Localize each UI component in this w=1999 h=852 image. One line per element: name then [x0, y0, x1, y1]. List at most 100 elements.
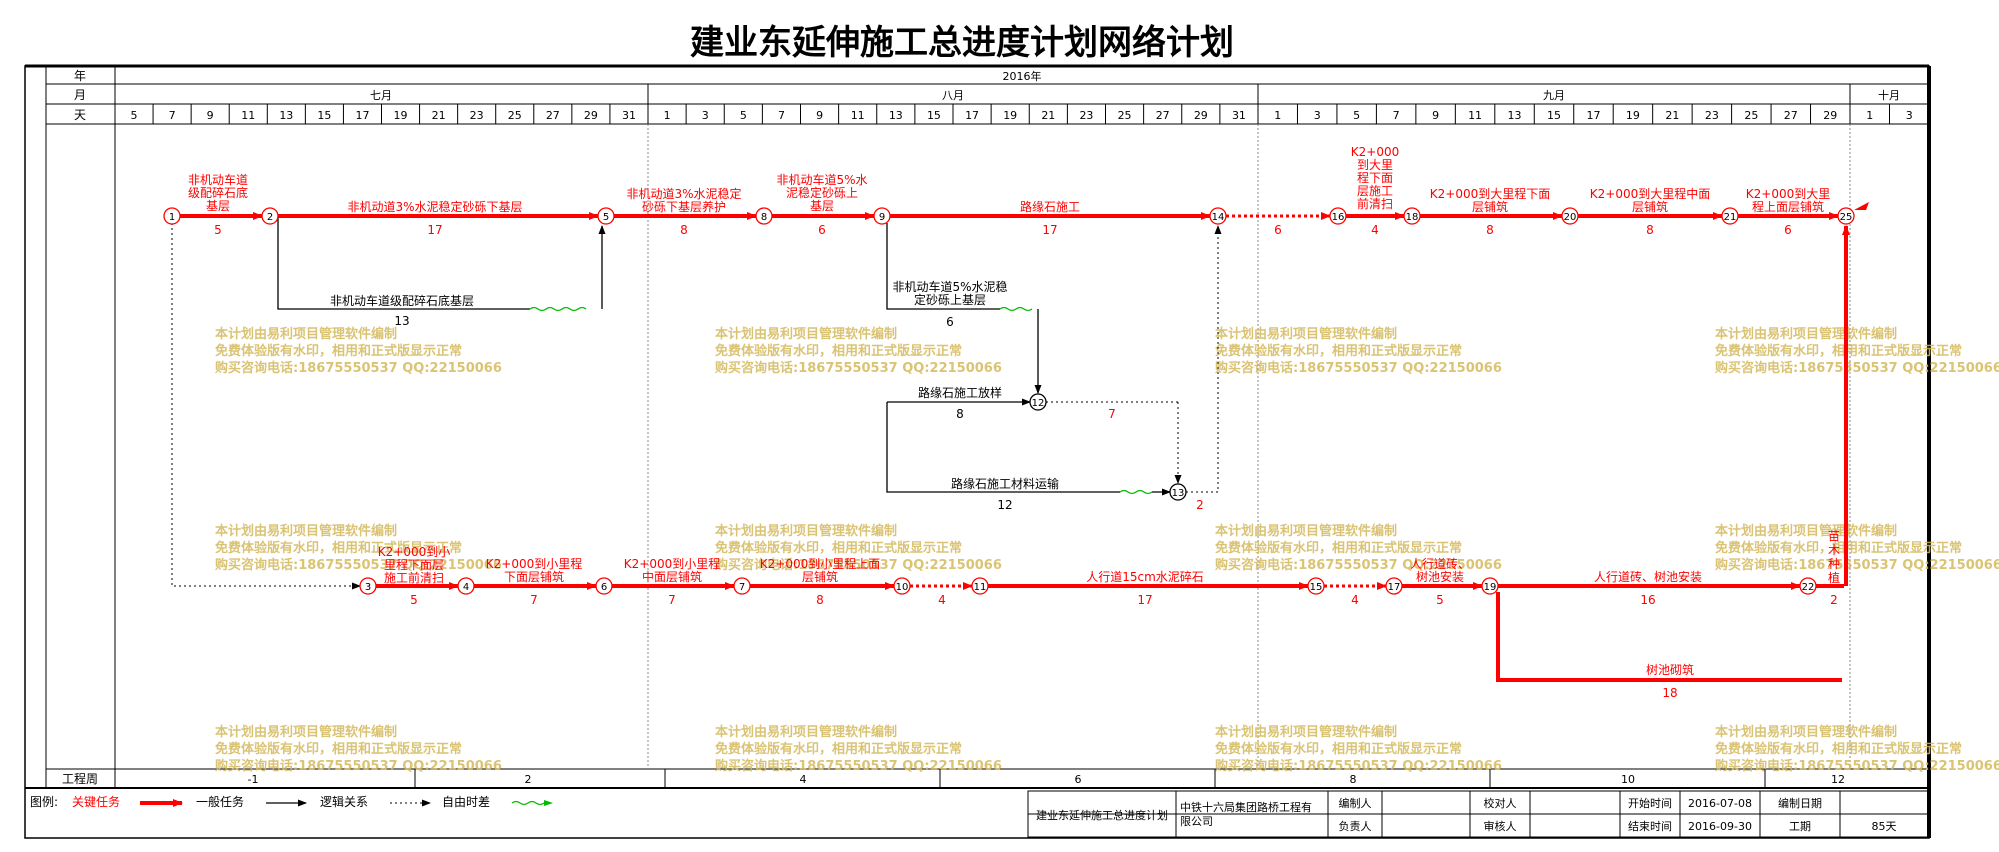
- task-duration: 7: [668, 593, 676, 607]
- footer-company: 中铁十六局集团路桥工程有限公司: [1180, 800, 1312, 828]
- task-duration: 8: [816, 593, 824, 607]
- node-label: 14: [1212, 212, 1225, 223]
- node-circle: [971, 577, 989, 595]
- footer-editor-label: 编制人: [1339, 796, 1372, 810]
- task-label: K2+000到小里程中面层铺筑: [624, 556, 720, 584]
- month-august: 八月: [942, 89, 964, 102]
- arrow-2-5-general: [277, 216, 530, 310]
- watermark-text: 本计划由易利项目管理软件编制: [715, 523, 897, 539]
- task-duration: 4: [938, 593, 946, 607]
- node-label: 4: [463, 582, 469, 593]
- watermark-text: 免费体验版有水印，相用和正式版显示正常: [1215, 540, 1462, 556]
- node-label: 18: [1406, 212, 1419, 223]
- day-label: 9: [207, 109, 214, 122]
- footer-project: 建业东延伸施工总进度计划: [1036, 808, 1168, 822]
- task-duration: 8: [1646, 223, 1654, 237]
- node-label: 1: [169, 212, 175, 223]
- day-label: 11: [851, 109, 865, 122]
- watermark-text: 购买咨询电话:18675550537 QQ:22150066: [1215, 557, 1502, 573]
- day-label: 3: [702, 109, 709, 122]
- watermark-text: 购买咨询电话:18675550537 QQ:22150066: [215, 758, 502, 774]
- watermark-text: 免费体验版有水印，相用和正式版显示正常: [215, 540, 462, 556]
- day-label: 7: [1393, 109, 1400, 122]
- node-circle: [1385, 577, 1403, 595]
- watermark-text: 本计划由易利项目管理软件编制: [215, 326, 397, 342]
- footer-start-value: 2016-07-08: [1688, 797, 1752, 810]
- watermark-text: 购买咨询电话:18675550537 QQ:22150066: [715, 758, 1002, 774]
- task-duration: 2: [1830, 593, 1838, 607]
- watermark-text: 本计划由易利项目管理软件编制: [1715, 326, 1897, 342]
- task-label: 非机动道3%水泥稳定砂砾下基层养护: [626, 186, 741, 214]
- day-label: 13: [1508, 109, 1522, 122]
- arrow-9-13: [886, 402, 1120, 493]
- task-label: 非机动车道5%水泥稳定砂砾上基层: [776, 172, 867, 213]
- watermark-text: 购买咨询电话:18675550537 QQ:22150066: [1715, 360, 1999, 376]
- legend: 图例: 关键任务 一般任务 逻辑关系 自由时差: [30, 794, 553, 809]
- week-label: 8: [1350, 773, 1357, 786]
- task-duration: 6: [1784, 223, 1792, 237]
- day-label: 13: [889, 109, 903, 122]
- day-label: 17: [1586, 109, 1600, 122]
- node-label: 12: [1032, 398, 1045, 409]
- footer-end-value: 2016-09-30: [1688, 820, 1752, 833]
- node-label: 22: [1802, 582, 1815, 593]
- page-title: 建业东延伸施工总进度计划网络计划: [690, 23, 1234, 63]
- row-label-month: 月: [74, 88, 86, 102]
- task-duration: 7: [1108, 407, 1116, 421]
- task-label: 苗木种植: [1828, 529, 1840, 585]
- node-circle: [755, 207, 773, 225]
- watermark-text: 购买咨询电话:18675550537 QQ:22150066: [715, 557, 1002, 573]
- footer-reviewer-label: 审核人: [1484, 819, 1517, 833]
- node-circle: [1721, 207, 1739, 225]
- task-label: 树池砌筑: [1646, 662, 1694, 677]
- day-label: 21: [1041, 109, 1055, 122]
- end-flag-icon: [1854, 202, 1869, 210]
- node-label: 10: [896, 582, 909, 593]
- footer-checker-label: 校对人: [1484, 796, 1517, 810]
- row-label-year: 年: [74, 69, 86, 83]
- task-duration: 5: [214, 223, 222, 237]
- chart-frame: [24, 64, 1931, 839]
- day-label: 23: [470, 109, 484, 122]
- arrow-9-12-branch: [886, 223, 1000, 310]
- footer-end-label: 结束时间: [1628, 820, 1672, 833]
- week-label: 4: [800, 773, 807, 786]
- day-label: 27: [1784, 109, 1798, 122]
- day-label: 23: [1079, 109, 1093, 122]
- watermark-text: 购买咨询电话:18675550537 QQ:22150066: [215, 557, 502, 573]
- task-label: 路缘石施工放样: [918, 385, 1002, 400]
- float-9-12: [999, 306, 1033, 312]
- task-label: 人行道15cm水泥碎石: [1086, 569, 1204, 584]
- week-row-label: 工程周: [62, 771, 98, 786]
- footer-duration-label: 工期: [1789, 820, 1811, 833]
- day-label: 15: [927, 109, 941, 122]
- row-label-day: 天: [74, 108, 86, 122]
- day-label: 1: [1866, 109, 1873, 122]
- task-label: 人行道砖、树池安装: [1410, 556, 1470, 584]
- day-label: 19: [394, 109, 408, 122]
- watermark-text: 本计划由易利项目管理软件编制: [1715, 724, 1897, 740]
- task-label: K2+000到小里程上面层铺筑: [760, 556, 880, 584]
- day-label: 7: [778, 109, 785, 122]
- task-duration: 8: [956, 407, 964, 421]
- task-label: 路缘石施工: [1020, 199, 1080, 214]
- watermark-text: 免费体验版有水印，相用和正式版显示正常: [1715, 540, 1962, 556]
- week-label: -1: [248, 773, 259, 786]
- node-label: 9: [879, 212, 885, 223]
- footer-compile-date-label: 编制日期: [1778, 796, 1822, 810]
- day-label: 11: [241, 109, 255, 122]
- node-circle: [1837, 207, 1855, 225]
- node-label: 19: [1484, 582, 1497, 593]
- node-circle: [1329, 207, 1347, 225]
- task-label: K2+000到小里程下面层施工前清扫: [378, 545, 450, 585]
- task-duration: 16: [1640, 593, 1655, 607]
- task-label: 非机动车道级配碎石底基层: [330, 293, 474, 308]
- node-label: 25: [1840, 212, 1853, 223]
- task-label: 路缘石施工材料运输: [951, 476, 1059, 491]
- day-label: 13: [279, 109, 293, 122]
- watermark-text: 购买咨询电话:18675550537 QQ:22150066: [1715, 758, 1999, 774]
- watermark-text: 购买咨询电话:18675550537 QQ:22150066: [715, 360, 1002, 376]
- node-label: 2: [267, 212, 273, 223]
- node-label: 11: [974, 582, 987, 593]
